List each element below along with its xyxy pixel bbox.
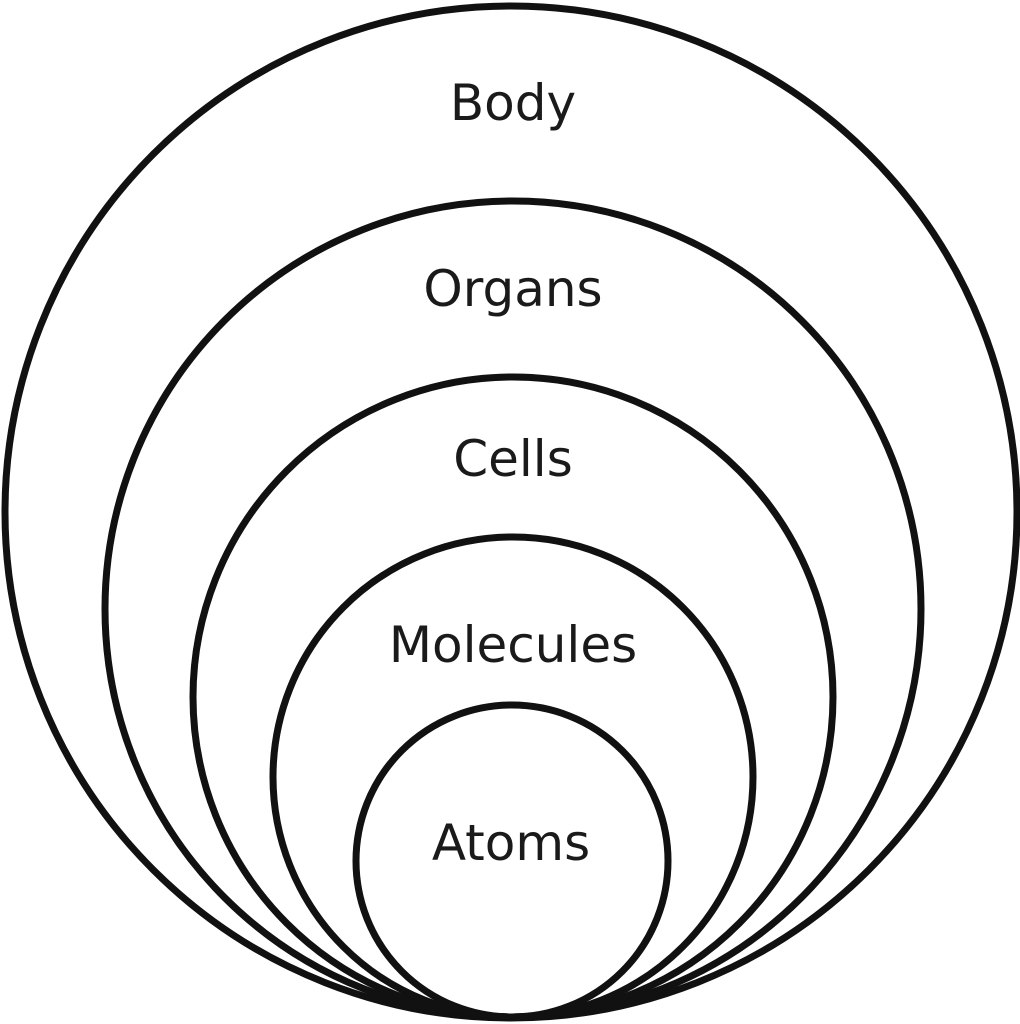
level-atoms: Atoms bbox=[352, 701, 672, 1021]
label-molecules: Molecules bbox=[389, 616, 637, 674]
ring-molecules bbox=[269, 533, 757, 1021]
ring-atoms bbox=[352, 701, 672, 1021]
ring-organs bbox=[101, 197, 925, 1021]
level-organs: Organs bbox=[101, 197, 925, 1021]
label-body: Body bbox=[450, 74, 576, 132]
label-organs: Organs bbox=[423, 260, 602, 318]
label-atoms: Atoms bbox=[432, 814, 590, 872]
label-cells: Cells bbox=[453, 430, 573, 488]
level-molecules: Molecules bbox=[269, 533, 757, 1021]
